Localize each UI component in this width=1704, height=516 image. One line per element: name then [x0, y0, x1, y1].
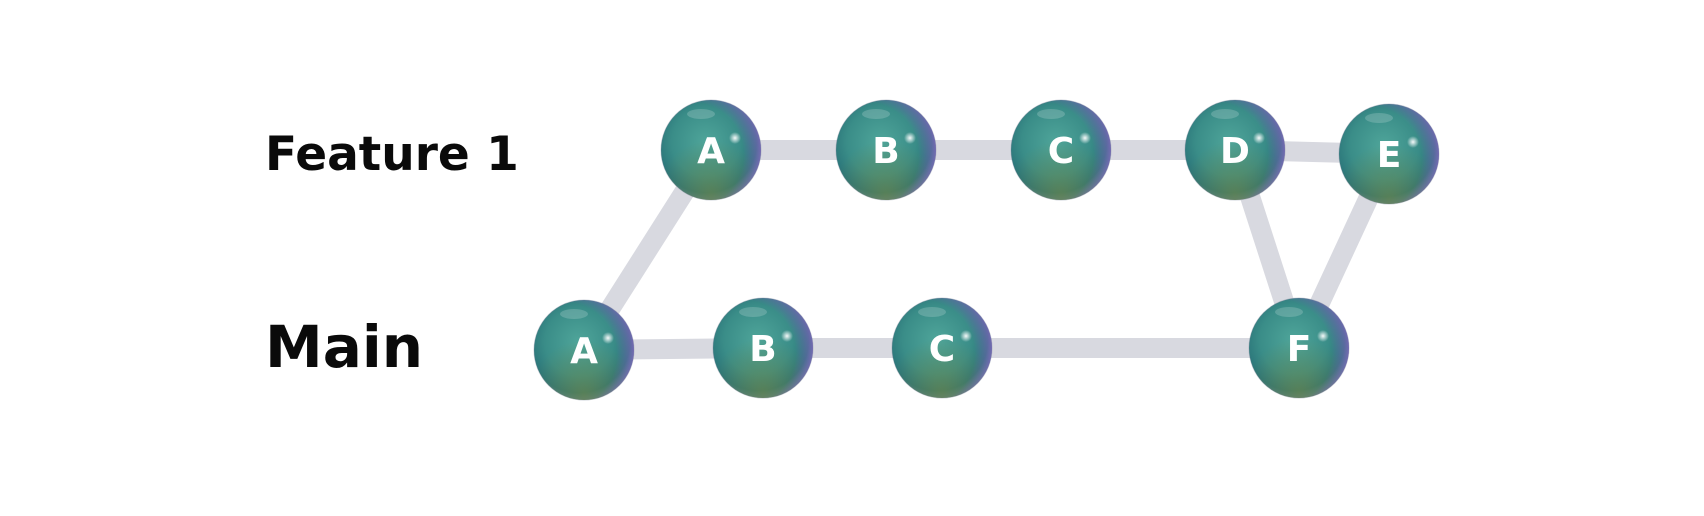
commit-orb-highlight	[904, 132, 916, 144]
commit-label: D	[1220, 131, 1250, 172]
commit-orb-gloss	[1365, 113, 1393, 123]
commit-label: A	[570, 331, 598, 372]
commit-orb-highlight	[781, 330, 793, 342]
branch-label-feature-1: Feature 1	[265, 127, 519, 182]
nodes-layer: A B C D E A B C F	[533, 99, 1440, 401]
commit-node-main-C: C	[891, 297, 993, 399]
commit-node-main-A: A	[533, 299, 635, 401]
commit-orb-highlight	[1317, 330, 1329, 342]
commit-orb-gloss	[918, 307, 946, 317]
commit-orb-gloss	[1037, 109, 1065, 119]
commit-node-feature-A: A	[660, 99, 762, 201]
commit-orb-gloss	[687, 109, 715, 119]
commit-orb-rim	[892, 298, 992, 398]
commit-label: A	[697, 131, 725, 172]
commit-label: E	[1377, 135, 1402, 176]
commit-label: C	[1048, 131, 1074, 172]
commit-orb-highlight	[602, 332, 614, 344]
commit-label: F	[1287, 329, 1312, 370]
commit-node-main-B: B	[712, 297, 814, 399]
commit-orb-rim	[534, 300, 634, 400]
commit-orb-highlight	[1407, 136, 1419, 148]
commit-orb-rim	[1339, 104, 1439, 204]
commit-node-feature-C: C	[1010, 99, 1112, 201]
commit-orb-rim	[1011, 100, 1111, 200]
commit-node-feature-B: B	[835, 99, 937, 201]
commit-orb-gloss	[1275, 307, 1303, 317]
commit-orb-gloss	[862, 109, 890, 119]
commit-orb-rim	[1185, 100, 1285, 200]
commit-node-feature-E: E	[1338, 103, 1440, 205]
commit-node-main-F: F	[1248, 297, 1350, 399]
commit-orb-highlight	[729, 132, 741, 144]
commit-orb-gloss	[739, 307, 767, 317]
commit-orb-highlight	[960, 330, 972, 342]
commit-orb-highlight	[1079, 132, 1091, 144]
commit-orb-rim	[1249, 298, 1349, 398]
commit-label: B	[749, 329, 776, 370]
commit-label: B	[872, 131, 899, 172]
branch-label-main: Main	[265, 313, 423, 381]
commit-orb-rim	[836, 100, 936, 200]
commit-orb-gloss	[560, 309, 588, 319]
commit-label: C	[929, 329, 955, 370]
commit-orb-rim	[713, 298, 813, 398]
commit-node-feature-D: D	[1184, 99, 1286, 201]
commit-orb-highlight	[1253, 132, 1265, 144]
commit-orb-rim	[661, 100, 761, 200]
commit-orb-gloss	[1211, 109, 1239, 119]
